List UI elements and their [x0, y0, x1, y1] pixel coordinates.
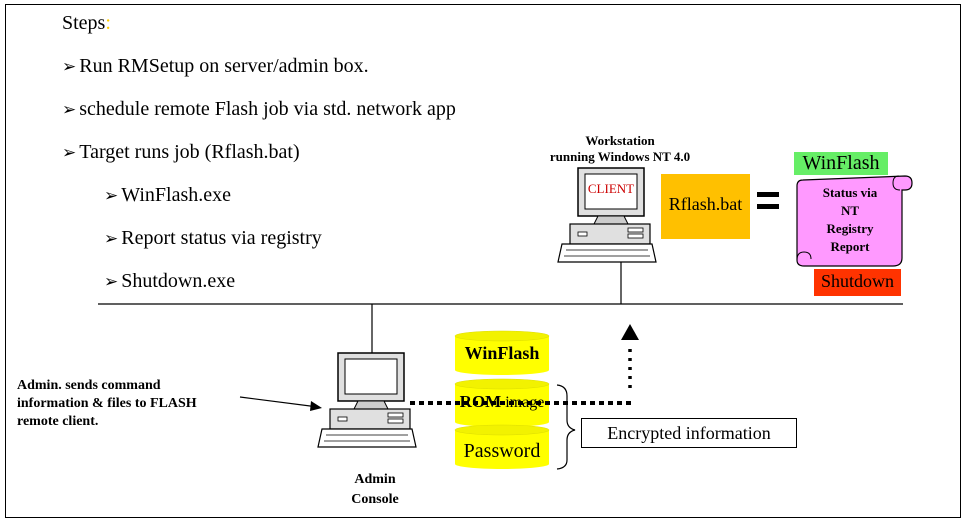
- rflash-box: [661, 174, 750, 239]
- step-item-4: ➢WinFlash.exe: [104, 184, 231, 206]
- upward-arrow-head-icon: [621, 324, 639, 340]
- admin-note-arrow-head-icon: [310, 401, 322, 411]
- step-item-1: ➢Run RMSetup on server/admin box.: [62, 55, 369, 77]
- winflash-tag-box: [794, 152, 888, 175]
- shutdown-box: [814, 269, 901, 296]
- bullet-arrow-icon: ➢: [104, 186, 119, 205]
- steps-title-colon: :: [105, 12, 111, 34]
- workstation-title: Workstation running Windows NT 4.0: [549, 133, 691, 164]
- steps-title: Steps:: [62, 12, 111, 34]
- shutdown-label: Shutdown: [820, 271, 894, 291]
- encrypted-info-box: Encrypted information: [581, 418, 797, 448]
- admin-note-arrow-line: [239, 396, 319, 408]
- admin-computer-icon: [317, 352, 417, 448]
- encryption-brace: [556, 384, 576, 470]
- bullet-arrow-icon: ➢: [104, 272, 119, 291]
- bullet-arrow-icon: ➢: [62, 143, 77, 162]
- workstation-screen-label: CLIENT: [587, 181, 635, 196]
- rom-image-cylinder-label: ROM image: [459, 392, 545, 411]
- winflash-cylinder-label: WinFlash: [464, 343, 540, 363]
- rflash-label: Rflash.bat: [668, 194, 743, 214]
- status-scroll-text: Status via NT Registry Report: [822, 185, 878, 254]
- admin-note-text: Admin. sends command information & files…: [17, 378, 197, 429]
- step-item-5: ➢Report status via registry: [104, 227, 322, 249]
- winflash-cylinder-icon: [454, 330, 550, 375]
- bullet-arrow-icon: ➢: [62, 100, 77, 119]
- bullet-arrow-icon: ➢: [104, 229, 119, 248]
- password-cylinder-icon: [454, 424, 550, 469]
- password-cylinder-label: Password: [463, 440, 541, 462]
- winflash-tag-label: WinFlash: [802, 152, 880, 174]
- bullet-arrow-icon: ➢: [62, 57, 77, 76]
- step-item-3: ➢Target runs job (Rflash.bat): [62, 141, 300, 163]
- admin-console-label: Admin Console: [351, 472, 399, 507]
- status-scroll-icon: [796, 175, 913, 267]
- equals-bar-top: [757, 192, 779, 197]
- step-item-6: ➢Shutdown.exe: [104, 270, 236, 292]
- equals-bar-bottom: [757, 204, 779, 209]
- workstation-computer-icon: [557, 167, 657, 263]
- step-item-2: ➢schedule remote Flash job via std. netw…: [62, 98, 456, 120]
